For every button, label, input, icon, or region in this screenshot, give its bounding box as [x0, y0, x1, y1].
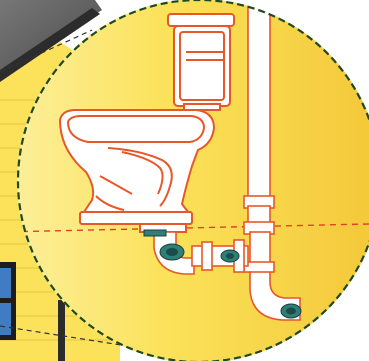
toilet-tank-icon — [168, 14, 234, 110]
corner-trim — [58, 300, 65, 361]
